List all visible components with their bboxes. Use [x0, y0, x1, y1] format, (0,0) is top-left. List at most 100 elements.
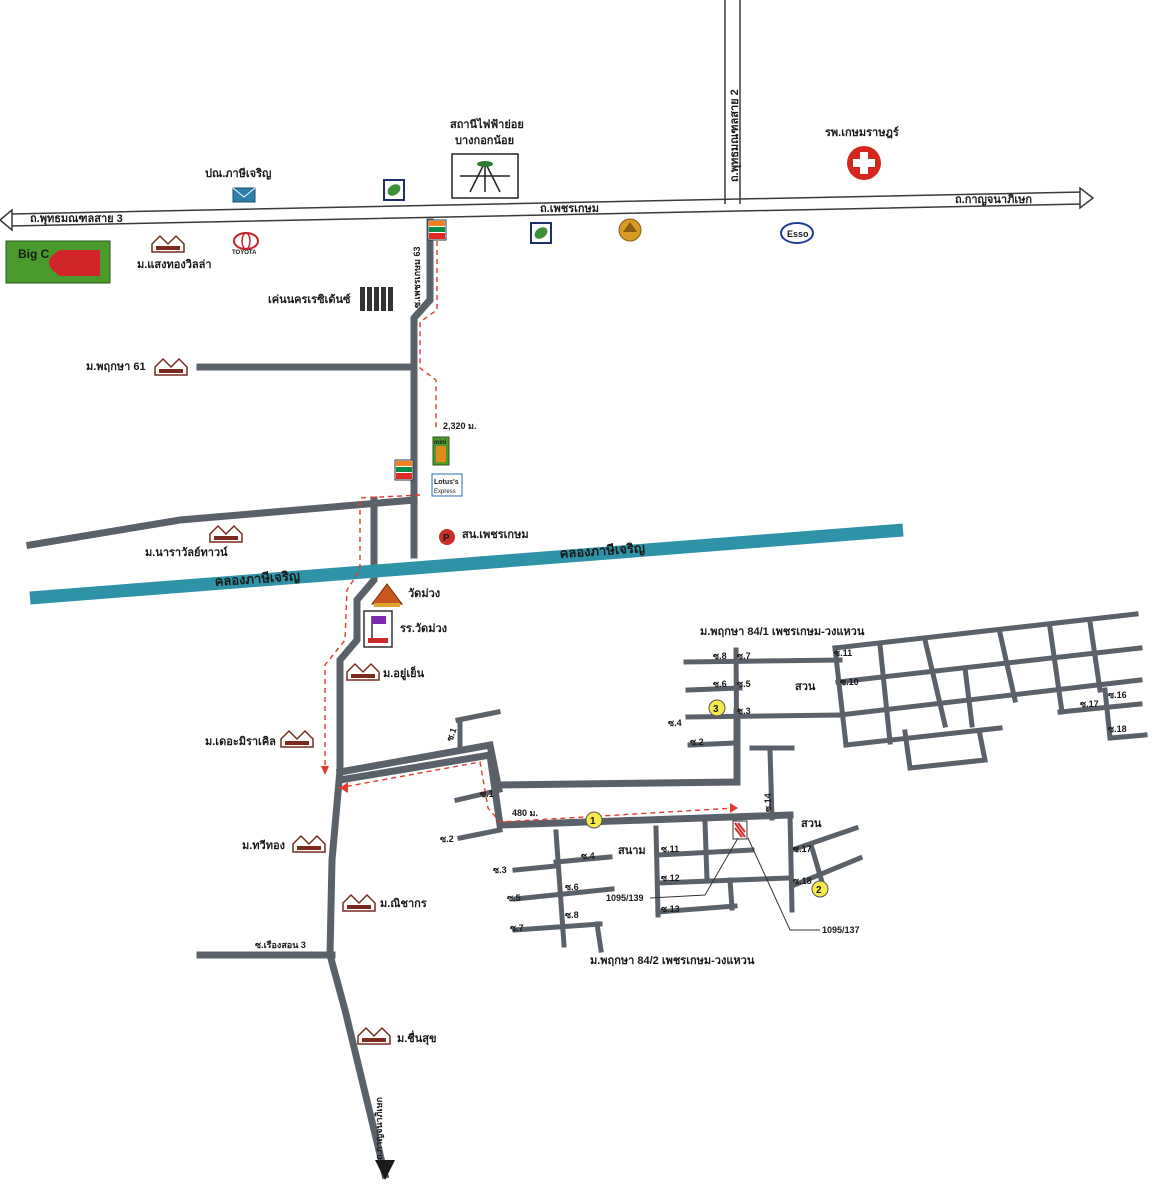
soi-upper-5: ซ.5 [737, 679, 751, 689]
soi-lower-1a: ซ.1 [444, 726, 458, 742]
substation-icon [451, 153, 519, 199]
road-label-phutthamonthon3: ถ.พุทธมณฑลสาย 3 [30, 213, 123, 226]
soi-upper-3: ซ.3 [737, 706, 751, 716]
soi-lower-14: ซ.14 [763, 793, 773, 812]
hospital-label: รพ.เกษมราษฎร์ [825, 126, 899, 139]
soi-lower-3: ซ.3 [493, 865, 507, 875]
soi-lower-8: ซ.8 [565, 910, 579, 920]
substation-label-1: สถานีไฟฟ้าย่อย [450, 117, 524, 131]
lotus-logo: Lotus's Express [431, 473, 463, 497]
route-path [321, 232, 738, 823]
soi-lower-4: ซ.4 [581, 851, 595, 861]
marker-2: 2 [811, 880, 829, 898]
police-icon: P [439, 529, 455, 545]
canal-label-1: คลองภาษีเจริญ [214, 568, 300, 590]
residence-label: เค่นนครเรซิเด้นซ์ [268, 293, 351, 306]
pruksa61-label: ม.พฤกษา 61 [86, 361, 146, 373]
lotus-subtext: Express [434, 489, 456, 495]
canal [29, 523, 904, 605]
suan-label-1: สวน [795, 681, 816, 693]
ptt-station-icon [383, 179, 405, 201]
ptt-station-icon-2 [530, 222, 552, 244]
house-icon-chuensuk [357, 1026, 391, 1045]
soi-lower-2: ซ.2 [440, 834, 454, 844]
yuyen-label: ม.อยู่เย็น [383, 666, 425, 681]
local-roads [25, 218, 1148, 1180]
school-flag-icon [363, 610, 393, 648]
mini-bigc-icon: mini [432, 436, 450, 466]
road-label-phetkasem: ถ.เพชรเกษม [540, 203, 599, 215]
soi-upper-8: ซ.8 [713, 651, 727, 661]
soi-lower-5: ซ.5 [507, 893, 521, 903]
road-label-kanchanaphisek: ถ.กาญจนาภิเษก [955, 193, 1032, 206]
soi-lower-18: ซ.18 [793, 876, 812, 886]
narawan-label: ม.นาราวัลย์ทาวน์ [145, 546, 228, 559]
soi-lower-17: ซ.17 [793, 844, 812, 854]
soi-lower-11: ซ.11 [661, 844, 679, 854]
seven-eleven-icon [427, 219, 447, 241]
soi-upper-11: ซ.11 [834, 648, 852, 658]
pruksa84-2-label: ม.พฤกษา 84/2 เพชรเกษม-วงแหวน [590, 955, 755, 967]
house-icon-thawithong [292, 834, 326, 853]
soi-lower-13: ซ.13 [661, 904, 680, 914]
miracle-label: ม.เดอะมิราเคิล [205, 735, 276, 748]
sanam-label: สนาม [618, 845, 646, 857]
house-icon-yuyen [346, 662, 380, 681]
target-plot-icon [732, 820, 748, 840]
bottom-arrow [375, 1160, 395, 1180]
bigc-logo: Big C [5, 240, 111, 284]
road-label-rueangsorn3: ซ.เรืองสอน 3 [255, 939, 306, 950]
pruksa84-1-label: ม.พฤกษา 84/1 เพชรเกษม-วงแหวน [700, 626, 865, 638]
esso-text: Esso [787, 229, 809, 239]
mini-text: mini [434, 440, 447, 446]
soi-lower-12: ซ.12 [661, 873, 680, 883]
soi-upper-10: ซ.10 [840, 677, 859, 687]
main-roads [0, 0, 1095, 232]
toyota-logo: TOYOTA [232, 232, 259, 256]
plot-137-label: 1095/137 [822, 925, 860, 935]
bigc-text: Big C [18, 247, 50, 261]
building-icon [360, 287, 396, 311]
soi-upper-2: ซ.2 [690, 737, 704, 747]
nisakorn-label: ม.ณิชากร [380, 897, 427, 910]
marker-1: 1 [585, 811, 603, 829]
esso-logo: Esso [780, 222, 814, 244]
hospital-cross-icon [847, 146, 881, 180]
soi-upper-17: ซ.17 [1080, 699, 1099, 709]
soi-upper-4: ซ.4 [668, 718, 682, 728]
soi-upper-18: ซ.18 [1108, 724, 1127, 734]
temple-icon [371, 583, 403, 607]
marker-1-text: 1 [590, 816, 596, 827]
plot-139-label: 1095/139 [606, 893, 644, 903]
arrow-left [0, 208, 13, 232]
marker-3-text: 3 [713, 704, 719, 715]
post-office-label: ปณ.ภาษีเจริญ [205, 167, 271, 180]
suan-label-2: สวน [801, 818, 822, 830]
road-label-phutthamonthon2: ถ.พุทธมณฑลสาย 2 [729, 89, 742, 182]
toyota-text: TOYOTA [232, 250, 257, 256]
house-icon-saengthong [151, 234, 185, 253]
road-label-soi63: ซ.เพชรเกษม 63 [412, 247, 422, 308]
distance-label-1: 2,320 ม. [443, 421, 476, 431]
lotus-text: Lotus's [434, 479, 459, 486]
house-icon-pruksa61 [154, 357, 188, 376]
police-label: สน.เพชรเกษม [462, 529, 529, 541]
soi-lower-6: ซ.6 [565, 882, 579, 892]
school-label: รร.วัดม่วง [400, 622, 447, 635]
wat-muang-label: วัดม่วง [408, 587, 440, 600]
road-label-bottom: ถ.กาญจนาภิเษก [374, 1097, 385, 1160]
soi-lower-1b: ซ.1 [480, 789, 494, 799]
house-icon-nisakorn [342, 893, 376, 912]
canal-label-2: คลองภาษีเจริญ [559, 540, 645, 562]
substation-label-2: บางกอกน้อย [455, 134, 514, 147]
soi-upper-7: ซ.7 [737, 651, 751, 661]
arrow-right [1079, 186, 1095, 210]
soi-upper-16: ซ.16 [1108, 690, 1127, 700]
saengthong-label: ม.แสงทองวิลล่า [137, 258, 212, 271]
house-icon-miracle [280, 729, 314, 748]
soi-upper-6: ซ.6 [713, 679, 727, 689]
mail-icon [232, 187, 256, 203]
chuensuk-label: ม.ชื่นสุข [397, 1030, 437, 1046]
soi-lower-7: ซ.7 [510, 923, 524, 933]
